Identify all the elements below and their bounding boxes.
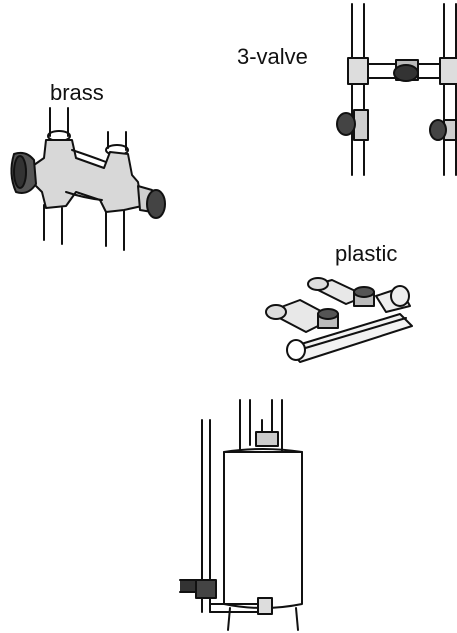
label-plastic: plastic	[335, 241, 398, 266]
label-brass: brass	[50, 80, 104, 105]
three-valve-assembly	[336, 3, 457, 176]
plastic-manifold	[265, 277, 413, 363]
water-heater	[179, 399, 303, 631]
label-3-valve: 3-valve	[237, 44, 308, 69]
brass-manifold	[10, 107, 166, 251]
